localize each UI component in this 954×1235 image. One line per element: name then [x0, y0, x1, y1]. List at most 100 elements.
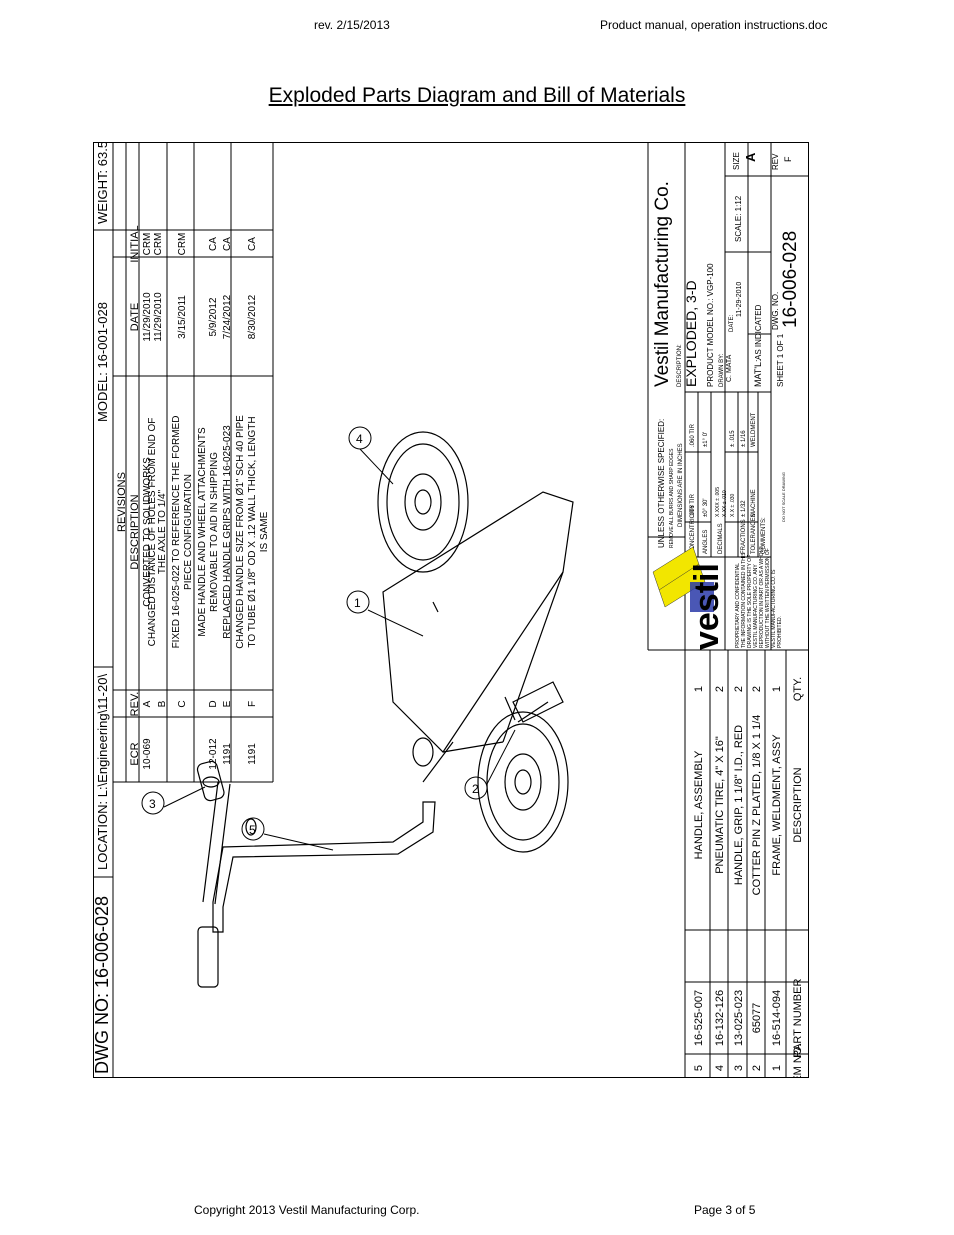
- rev-label: REV: [771, 153, 780, 170]
- rev-header-date: DATE: [129, 303, 141, 332]
- rev-row-a-desc: CONVERTED TO SOLIDWORKS: [142, 457, 153, 607]
- rev-row-b-ecr: 10-069: [142, 738, 153, 770]
- rev-row-f-desc3: IS SAME: [259, 511, 270, 552]
- bom-item-1-desc: FRAME, WELDMENT, ASSY: [771, 734, 783, 876]
- bill-of-materials: 5 16-525-007 HANDLE, ASSEMBLY 1 4 16-132…: [684, 142, 808, 1078]
- tolerance-block: UNLESS OTHERWISE SPECIFIED: REMOVE ALL B…: [657, 392, 786, 650]
- date-label: DATE:: [729, 314, 735, 332]
- bom-header-qty: QTY.: [792, 677, 804, 701]
- size-value: A: [743, 152, 758, 162]
- dec-v3: X.X ± .030: [730, 493, 736, 517]
- rev-row-b-desc2: THE AXLE TO 1/4": [157, 489, 168, 574]
- rev-row-d-date: 5/9/2012: [208, 297, 219, 336]
- rev-row-d-desc1: MADE HANDLE AND WHEEL ATTACHMENTS: [197, 427, 208, 637]
- bom-item-1-part: 16-514-094: [771, 990, 783, 1046]
- dec-v1: X.XXX ± .005: [715, 487, 721, 517]
- scale-label: SCALE: 1:12: [734, 195, 743, 242]
- tol-v1: MACHINE: [751, 489, 757, 517]
- bom-item-4-qty: 2: [714, 686, 726, 692]
- dec-v4: ± .015: [730, 430, 736, 447]
- callout-5: 5: [249, 823, 256, 837]
- cotter-pin: [504, 696, 516, 721]
- bom-item-2-desc: COTTER PIN Z PLATED, 1/8 X 1 1/4: [751, 715, 763, 896]
- tol-sub1: REMOVE ALL BURRS AND SHARP EDGES: [669, 448, 675, 548]
- frac-v1: ± 1/32: [741, 500, 747, 517]
- callout-2: 2: [472, 782, 479, 796]
- conc-v2: .060 TIR: [690, 423, 696, 447]
- do-not-scale: DO NOT SCALE DRAWING: [781, 472, 786, 522]
- bom-header-part: PART NUMBER: [792, 979, 804, 1058]
- proprietary-notice: PROPRIETARY AND CONFIDENTIAL THE INFORMA…: [735, 546, 783, 648]
- bom-item-2-no: 2: [751, 1065, 763, 1071]
- angles-label: ANGLES: [703, 530, 709, 554]
- page-title: Exploded Parts Diagram and Bill of Mater…: [268, 84, 686, 107]
- rev-row-c-rev: C: [177, 700, 188, 707]
- wheel-upper: [377, 431, 469, 573]
- bom-item-4-part: 16-132-126: [714, 990, 726, 1046]
- rev-row-d-initial: CA: [208, 237, 219, 251]
- revisions-title: REVISIONS: [116, 472, 128, 532]
- prop-line-1: PROPRIETARY AND CONFIDENTIAL: [735, 563, 741, 648]
- logo-wordmark: vestil: [688, 563, 726, 650]
- dwg-number-label: DWG NO: 16-006-028: [93, 896, 112, 1074]
- company-name: Vestil Manufacturing Co.: [652, 181, 673, 387]
- exploded-view: [196, 431, 574, 988]
- frac-v2: ± 1/16: [741, 430, 747, 447]
- prop-line-6: WITHOUT THE WRITTEN PERMISSION OF: [765, 548, 771, 648]
- footer-page-number: Page 3 of 5: [694, 1203, 756, 1217]
- rev-row-a-initial: CRM: [142, 233, 153, 256]
- weight-label: WEIGHT: 63.5: [95, 142, 110, 224]
- decimals-label: DECIMALS: [718, 523, 724, 554]
- size-label: SIZE: [732, 152, 741, 170]
- callout-3: 3: [149, 797, 156, 811]
- rev-row-a-date: 11/29/2010: [142, 292, 153, 342]
- rev-row-e-initial: CA: [222, 237, 233, 251]
- footer-copyright: Copyright 2013 Vestil Manufacturing Corp…: [194, 1203, 420, 1217]
- drawing-description: EXPLODED, 3-D: [683, 280, 699, 387]
- rev-row-c-date: 3/15/2011: [177, 295, 188, 339]
- wheel-lower: [477, 711, 569, 853]
- tol-sub2: DIMENSIONS ARE IN INCHES: [678, 443, 684, 527]
- bom-item-3-no: 3: [733, 1065, 745, 1071]
- callout-1: 1: [354, 596, 361, 610]
- description-label: DESCRIPTION:: [677, 344, 683, 387]
- tol-title: UNLESS OTHERWISE SPECIFIED:: [657, 419, 666, 548]
- dwg-no-label: DWG. NO.: [771, 292, 780, 330]
- revisions-table: REVISIONS ECR REV. DESCRIPTION DATE INIT…: [113, 142, 274, 783]
- bom-item-2-part: 65077: [751, 1003, 763, 1034]
- rev-row-d-desc2: REMOVABLE TO AID IN SHIPPING: [209, 452, 220, 612]
- rev-row-b-rev: B: [157, 700, 168, 707]
- comments-label: COMMENTS:: [761, 517, 767, 554]
- tolerances-label: TOLERANCES: [751, 513, 757, 554]
- ang-v2: ±1° 0': [703, 432, 709, 447]
- rev-row-e-date: 7/24/2012: [222, 294, 233, 339]
- rev-row-e-rev: E: [222, 700, 233, 707]
- bom-item-1-qty: 1: [771, 686, 783, 692]
- engineering-drawing-sheet: DWG NO: 16-006-028 LOCATION: L:\Engineer…: [93, 142, 809, 1078]
- rev-header-initial: INITIAL: [129, 225, 141, 262]
- bom-item-5-qty: 1: [693, 686, 705, 692]
- rev-row-b-initial: CRM: [153, 233, 164, 256]
- drawn-by: C. MATA: [726, 354, 733, 382]
- dec-v2: X.XX ± .010: [722, 490, 728, 517]
- frame-weldment: [382, 491, 574, 783]
- rev-row-e-desc: REPLACED HANDLE GRIPS WITH 16-025-023: [222, 425, 233, 639]
- bom-header-desc: DESCRIPTION: [792, 767, 804, 842]
- fractions-label: FRACTIONS: [741, 519, 747, 554]
- tol-v2: WELDMENT: [751, 412, 757, 447]
- rev-header-ecr: ECR: [129, 742, 141, 765]
- prop-line-8: PROHIBITED.: [777, 616, 783, 648]
- product-model: PRODUCT MODEL NO.: VGP-100: [706, 263, 715, 387]
- prop-line-7: VESTIL MANUFACTURING CO. IS: [771, 569, 777, 648]
- rev-row-f-desc2: TO TUBE Ø1 1/8" OD X .12 WALL THICK, LEN…: [247, 416, 258, 647]
- rev-row-e-ecr: 1191: [222, 743, 233, 765]
- rev-row-b-date: 11/29/2010: [153, 292, 164, 342]
- conc-v1: .006 TIR: [690, 493, 696, 517]
- handle-assembly: [197, 776, 436, 988]
- matl-label: MAT'L:: [753, 359, 763, 387]
- callout-4: 4: [356, 432, 363, 446]
- rev-row-d-rev: D: [208, 700, 219, 707]
- rev-row-f-desc1: CHANGED HANDLE SIZE FROM Ø1" SCH 40 PIPE: [235, 415, 246, 649]
- rev-row-f-ecr: 1191: [247, 743, 258, 765]
- rev-row-a-rev: A: [142, 700, 153, 707]
